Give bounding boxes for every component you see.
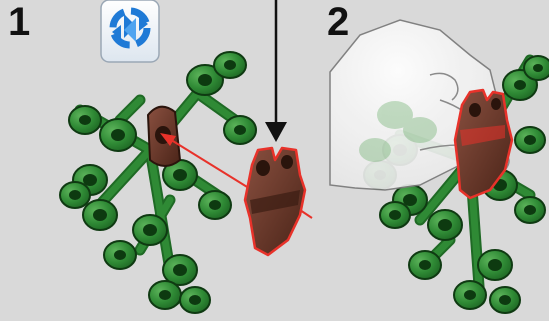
rotate-model-icon	[101, 0, 159, 62]
down-arrow-icon	[265, 0, 287, 142]
green-axle-assembly-1	[60, 52, 256, 313]
step-number-1: 1	[8, 2, 30, 42]
step-number-2: 2	[327, 2, 349, 42]
brown-connector-part	[245, 148, 305, 255]
